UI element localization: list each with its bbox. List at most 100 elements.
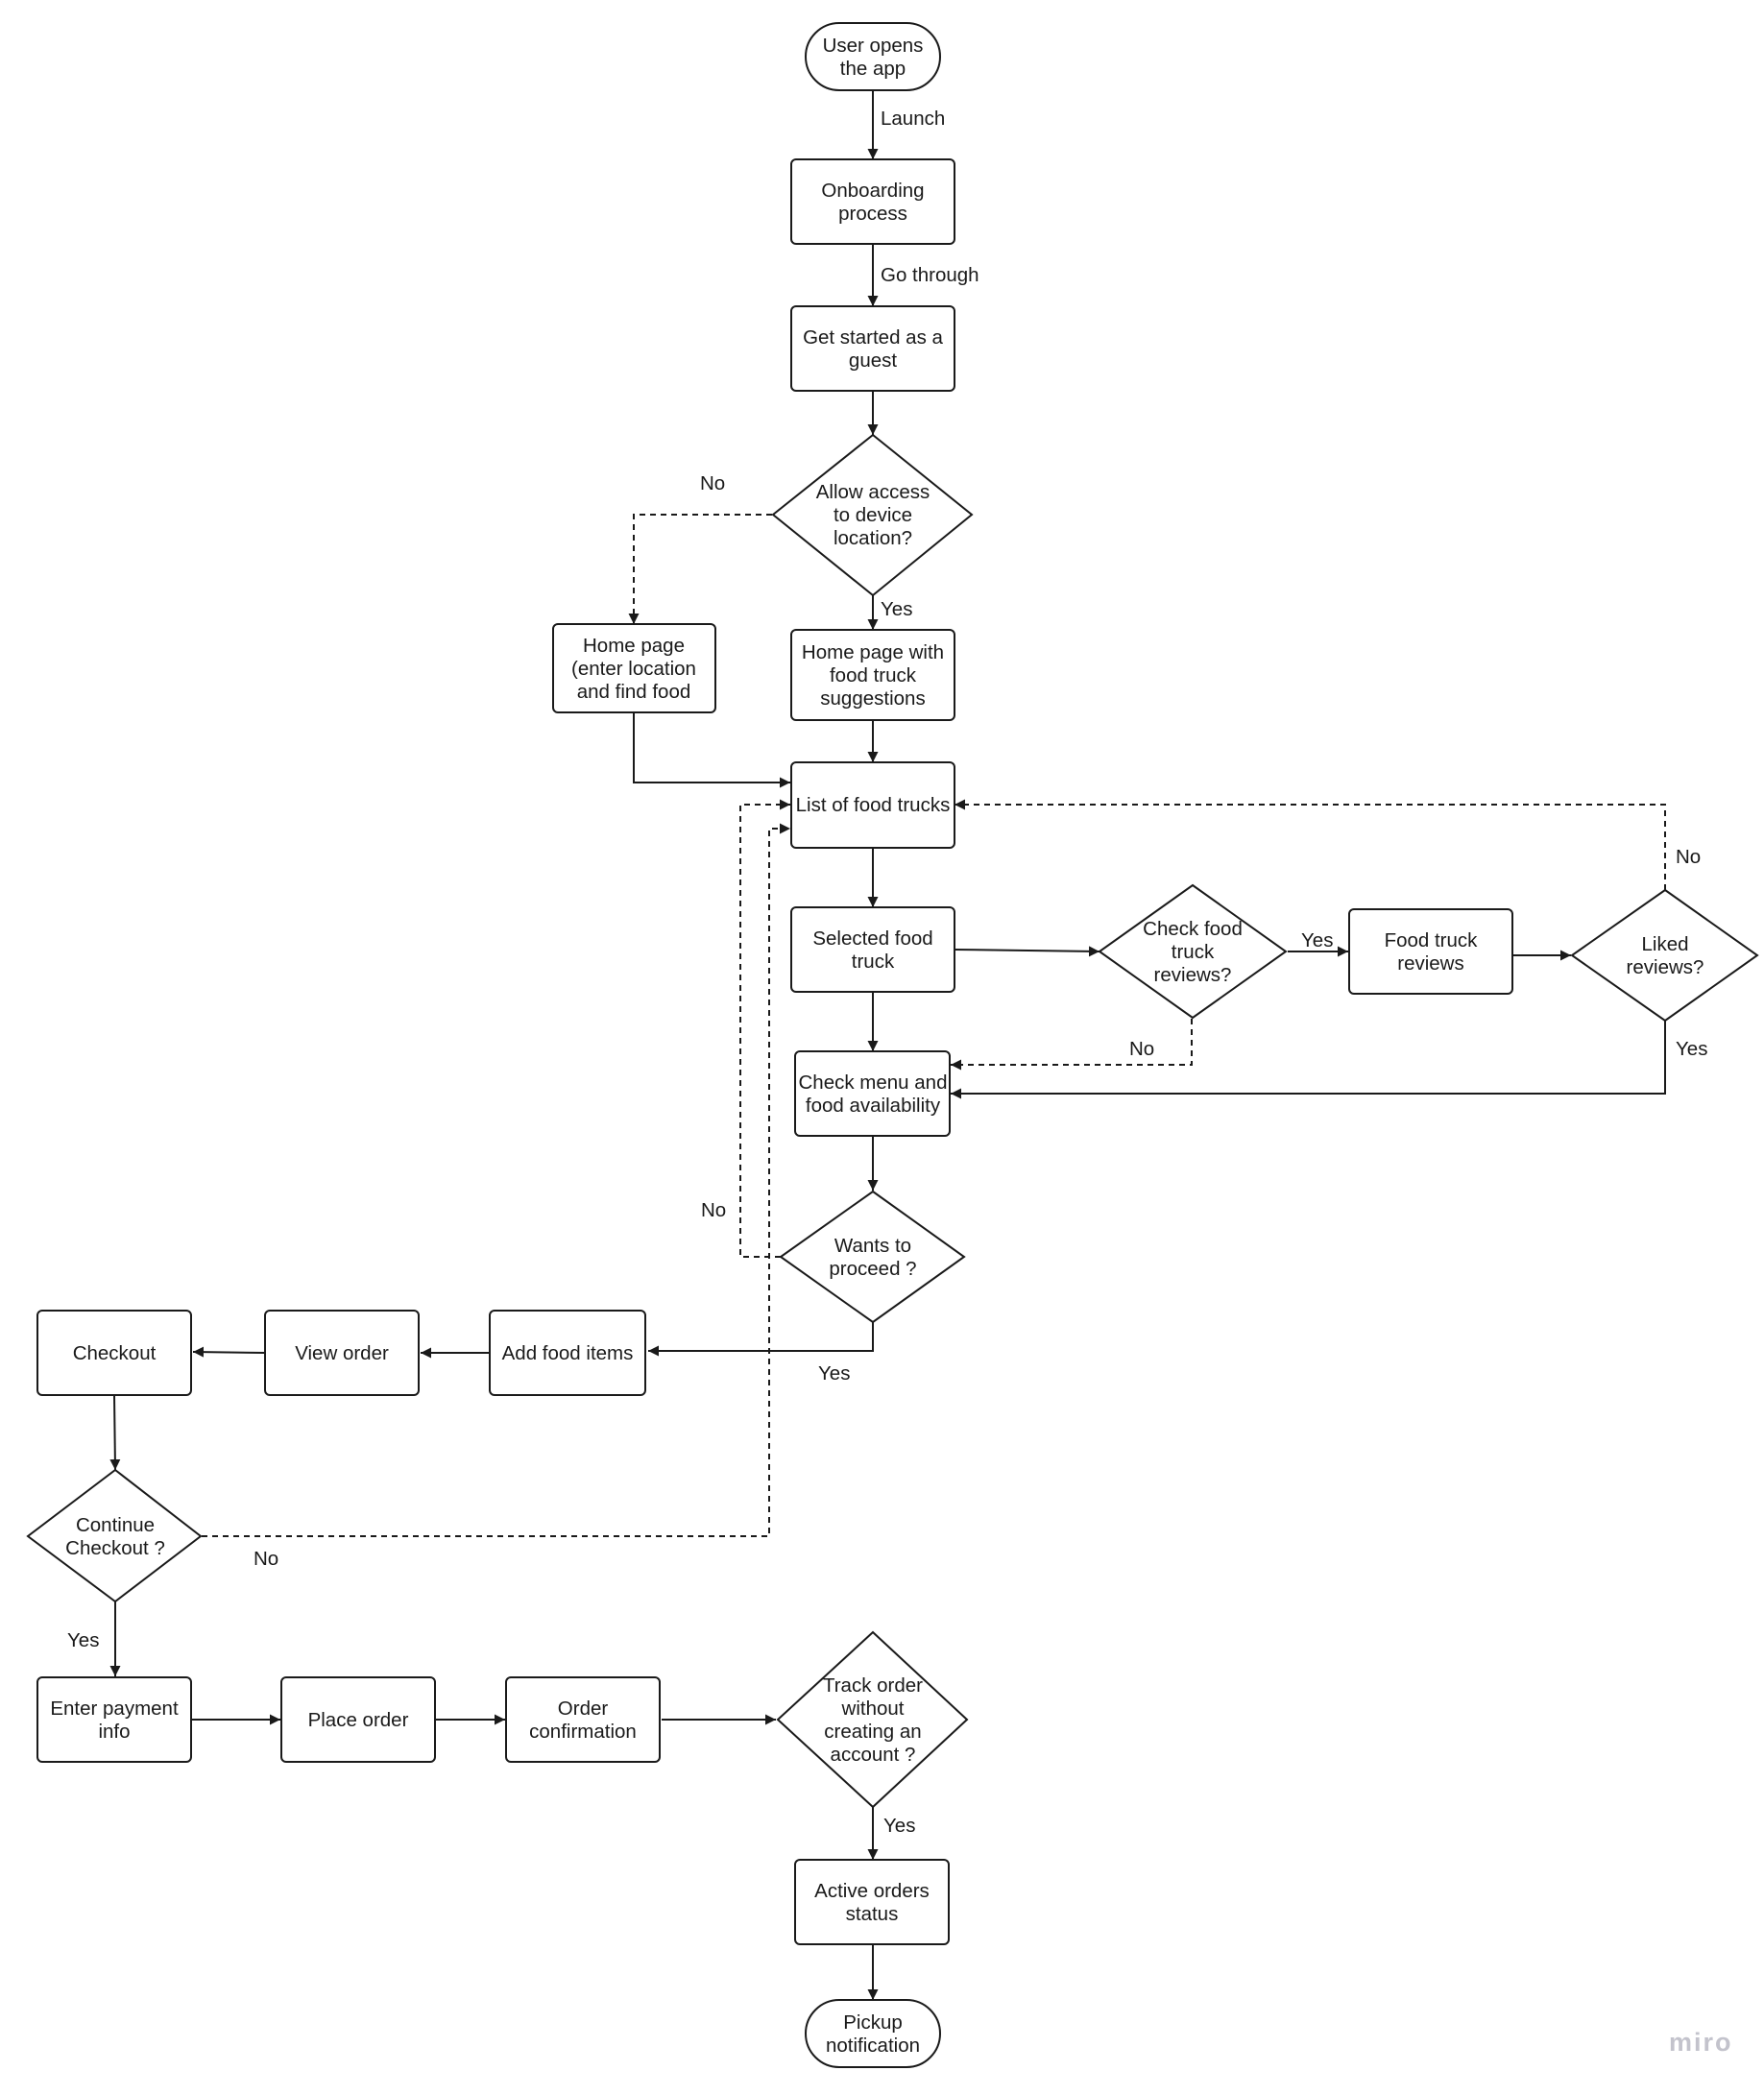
node-text-line: without bbox=[841, 1698, 905, 1720]
node-text-line: reviews bbox=[1397, 952, 1464, 975]
edge-selected-check-reviews bbox=[954, 946, 1100, 957]
label-track-yes: Yes bbox=[883, 1815, 915, 1837]
edge-continue-no bbox=[202, 823, 790, 1537]
node-text-line: Check menu and bbox=[799, 1072, 948, 1094]
node-text-line: guest bbox=[849, 349, 897, 372]
edge-labels: Launch Go through No Yes Yes No No Yes N… bbox=[67, 108, 1707, 1837]
node-checkout: Checkout bbox=[36, 1310, 192, 1396]
edge-proceed-yes bbox=[648, 1322, 874, 1357]
node-text-line: food truck bbox=[830, 664, 917, 686]
node-checkout-text: Checkout bbox=[73, 1342, 157, 1364]
node-text-line: Pickup bbox=[843, 2011, 903, 2034]
node-text-line: to device bbox=[834, 504, 912, 526]
node-text-line: Liked bbox=[1641, 933, 1688, 955]
edge-checkout-continue bbox=[109, 1394, 121, 1471]
node-text-line: creating an bbox=[824, 1721, 921, 1743]
node-text-line: Continue bbox=[76, 1514, 155, 1536]
label-checkout-no: No bbox=[254, 1548, 278, 1570]
node-text-line: notification bbox=[826, 2035, 920, 2057]
node-text-line: Wants to bbox=[834, 1235, 911, 1257]
node-text-line: Enter payment bbox=[50, 1698, 179, 1720]
node-list-trucks-text: List of food trucks bbox=[796, 794, 951, 816]
node-view-order-text: View order bbox=[295, 1342, 389, 1364]
edge-proceed-no bbox=[739, 799, 790, 1258]
node-text-line: (enter location bbox=[571, 658, 696, 680]
node-text-line: process bbox=[838, 203, 907, 225]
node-text-line: proceed ? bbox=[829, 1258, 916, 1280]
node-text-line: truck bbox=[1172, 941, 1215, 963]
label-proceed-yes: Yes bbox=[818, 1362, 850, 1385]
label-reviews-no: No bbox=[1129, 1038, 1154, 1060]
edge-home-manual-list bbox=[633, 712, 790, 788]
node-add-items: Add food items bbox=[489, 1310, 646, 1396]
node-text-line: Selected food bbox=[812, 927, 932, 950]
node-list-trucks: List of food trucks bbox=[790, 761, 955, 849]
edge-liked-yes bbox=[951, 1021, 1666, 1099]
node-text-line: Active orders bbox=[814, 1880, 930, 1902]
label-location-yes: Yes bbox=[881, 598, 912, 620]
node-text-line: Place order bbox=[308, 1709, 409, 1731]
label-liked-yes: Yes bbox=[1676, 1038, 1707, 1060]
edge-reviews-no bbox=[951, 1019, 1193, 1071]
node-text-line: Home page bbox=[583, 635, 685, 657]
node-text-line: reviews? bbox=[1154, 964, 1232, 986]
edge-view-checkout bbox=[192, 1346, 266, 1358]
label-location-no: No bbox=[700, 472, 725, 494]
edge-location-no bbox=[628, 514, 772, 624]
node-add-items-text: Add food items bbox=[502, 1342, 634, 1364]
node-text-line: status bbox=[846, 1903, 899, 1925]
node-text-line: truck bbox=[852, 951, 895, 973]
node-text-line: food availability bbox=[806, 1095, 941, 1117]
edge-liked-no bbox=[954, 799, 1666, 890]
node-text-line: Check food bbox=[1143, 918, 1243, 940]
node-text-line: View order bbox=[295, 1342, 389, 1364]
node-text-line: Onboarding bbox=[821, 180, 924, 202]
node-text-line: and find food bbox=[577, 681, 691, 703]
label-proceed-no: No bbox=[701, 1199, 726, 1221]
node-text-line: Home page with bbox=[802, 641, 944, 663]
node-text-line: reviews? bbox=[1627, 956, 1704, 978]
label-liked-no: No bbox=[1676, 846, 1701, 868]
node-text-line: location? bbox=[834, 527, 912, 549]
node-text-line: info bbox=[98, 1721, 130, 1743]
node-text-line: confirmation bbox=[529, 1721, 637, 1743]
label-go-through: Go through bbox=[881, 264, 979, 286]
node-text-line: the app bbox=[840, 58, 906, 80]
node-text-line: Allow access bbox=[816, 481, 930, 503]
node-text-line: Track order bbox=[823, 1674, 923, 1697]
node-text-line: Checkout bbox=[73, 1342, 157, 1364]
edges bbox=[109, 90, 1666, 2000]
node-text-line: Food truck bbox=[1385, 929, 1479, 951]
node-text-line: User opens bbox=[823, 35, 924, 57]
